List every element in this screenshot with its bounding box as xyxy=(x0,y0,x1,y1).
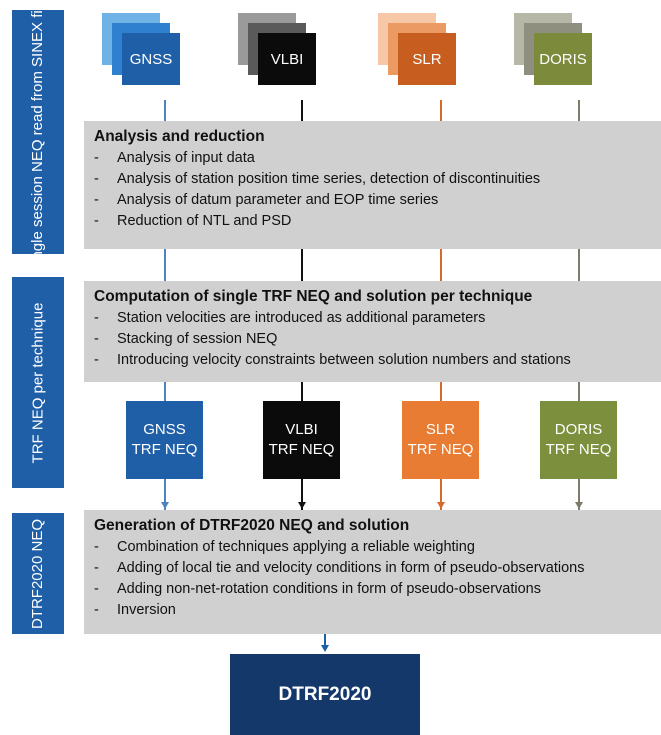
generation-title: Generation of DTRF2020 NEQ and solution xyxy=(94,517,410,534)
analysis-item: -Analysis of datum parameter and EOP tim… xyxy=(94,192,439,208)
side-label-trf: TRF NEQ per technique xyxy=(12,277,64,488)
side-label-dtrf: DTRF2020 NEQ xyxy=(12,513,64,634)
arrow-final xyxy=(321,645,329,652)
generation-item: -Inversion xyxy=(94,602,176,618)
arrow-doris xyxy=(575,502,583,509)
computation-item: -Stacking of session NEQ xyxy=(94,331,278,347)
side-label-trf-text: TRF NEQ per technique xyxy=(29,302,46,463)
dtrf2020-box: DTRF2020 xyxy=(230,654,420,735)
generation-panel: Generation of DTRF2020 NEQ and solution … xyxy=(84,510,661,634)
analysis-item: -Analysis of input data xyxy=(94,150,255,166)
computation-title: Computation of single TRF NEQ and soluti… xyxy=(94,288,533,305)
vlbi-session-stack: VLBI xyxy=(238,13,326,91)
generation-item: -Combination of techniques applying a re… xyxy=(94,539,475,555)
doris-stack-label: DORIS xyxy=(539,50,587,68)
computation-panel: Computation of single TRF NEQ and soluti… xyxy=(84,281,661,382)
computation-item: -Station velocities are introduced as ad… xyxy=(94,310,486,326)
gnss-stack-label: GNSS xyxy=(129,50,173,68)
side-label-session-text: Single session NEQ read from SINEX files xyxy=(29,0,46,273)
computation-item: -Introducing velocity constraints betwee… xyxy=(94,352,571,368)
gnss-session-stack: GNSS xyxy=(102,13,190,91)
vlbi-stack-label: VLBI xyxy=(270,50,304,68)
connector-final xyxy=(324,634,326,647)
arrow-vlbi xyxy=(298,502,306,509)
generation-item: -Adding of local tie and velocity condit… xyxy=(94,560,585,576)
slr-stack-label: SLR xyxy=(412,50,442,68)
analysis-item: -Analysis of station position time serie… xyxy=(94,171,541,187)
analysis-panel: Analysis and reduction -Analysis of inpu… xyxy=(84,121,661,249)
slr-session-stack: SLR xyxy=(378,13,466,91)
analysis-item: -Reduction of NTL and PSD xyxy=(94,213,292,229)
side-label-dtrf-text: DTRF2020 NEQ xyxy=(29,518,47,629)
arrow-slr xyxy=(437,502,445,509)
side-label-session: Single session NEQ read from SINEX files xyxy=(12,0,64,273)
arrow-gnss xyxy=(161,502,169,509)
doris-session-stack: DORIS xyxy=(514,13,602,91)
analysis-title: Analysis and reduction xyxy=(94,128,265,145)
dtrf2020-label: DTRF2020 xyxy=(278,683,372,705)
generation-item: -Adding non-net-rotation conditions in f… xyxy=(94,581,541,597)
